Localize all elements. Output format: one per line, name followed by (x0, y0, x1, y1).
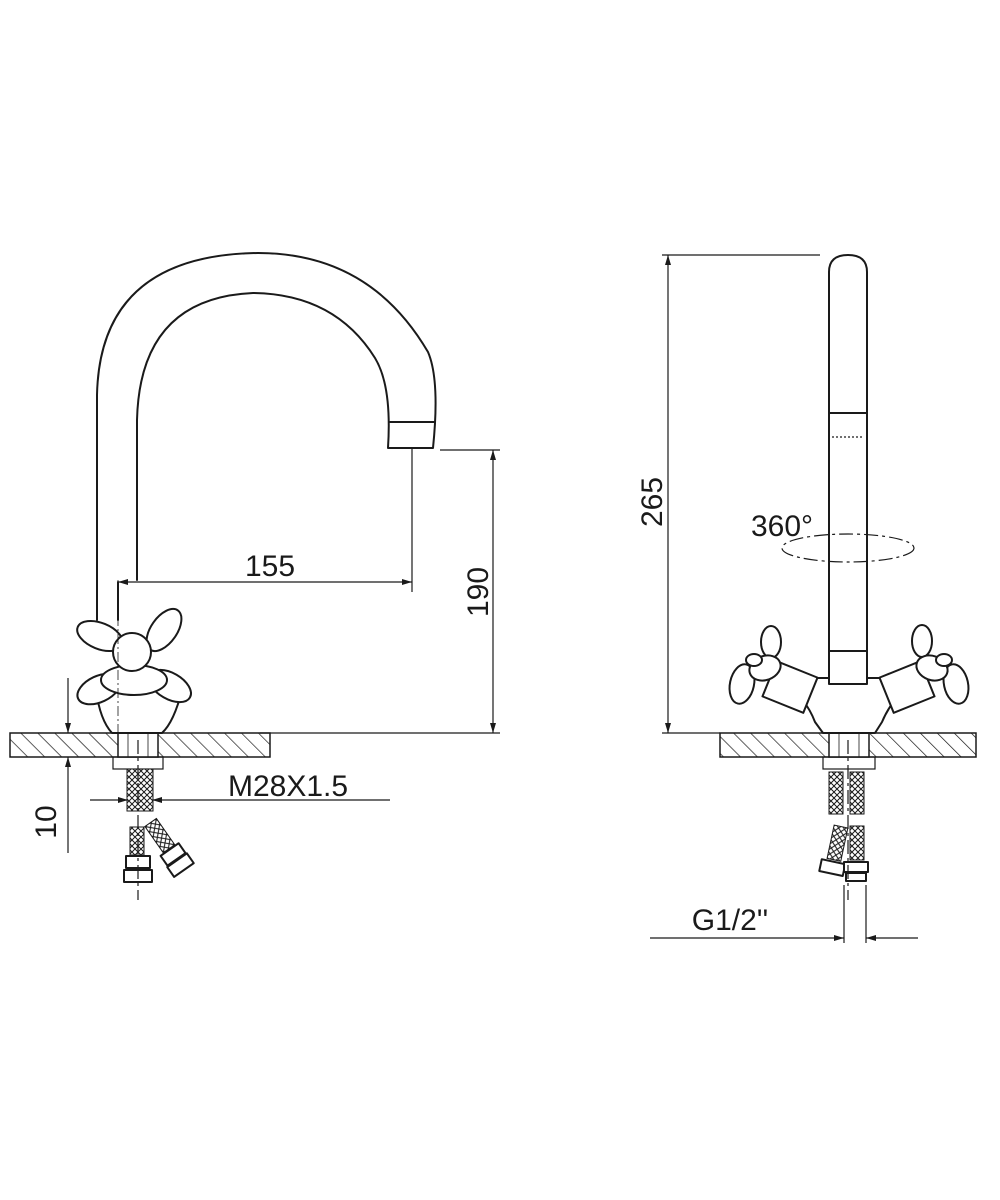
cross-handle-left-front (728, 625, 782, 705)
mount-shank-right (828, 732, 870, 758)
dim-total-height: 265 (636, 477, 669, 527)
cross-handle-side (76, 607, 192, 706)
rotation-label: 360° (751, 510, 813, 543)
dim-hose-connection: G1/2'' (692, 904, 769, 937)
side-view: 155 190 10 M28X1.5 (9, 252, 500, 900)
rotation-indicator (781, 533, 915, 563)
spout-front (828, 254, 868, 685)
dim-deck-thickness: 10 (30, 805, 63, 838)
dim-spout-height: 190 (462, 567, 495, 617)
dim-mount-thread: M28X1.5 (228, 770, 348, 803)
spout-side (96, 252, 437, 621)
supply-hoses-left (112, 756, 195, 883)
front-view: 360° 265 G1/2'' (636, 254, 977, 943)
cross-handle-right-front (911, 624, 970, 705)
dim-spout-reach: 155 (245, 550, 295, 583)
supply-hoses-right (818, 756, 876, 882)
